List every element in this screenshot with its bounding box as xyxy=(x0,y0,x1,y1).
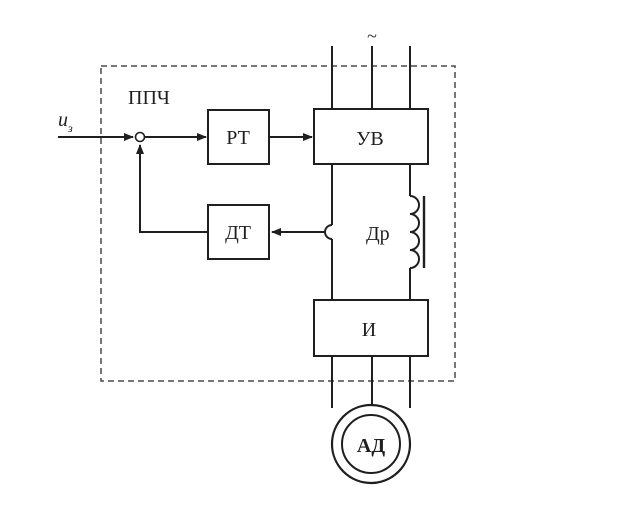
block-uv-label: УВ xyxy=(356,128,384,150)
frame-label: ППЧ xyxy=(128,87,170,109)
block-rt-label: РТ xyxy=(226,127,250,149)
input-label-subscript: з xyxy=(67,121,73,135)
summing-node xyxy=(134,131,146,143)
supply-symbol: ~ xyxy=(367,26,377,46)
motor-inner xyxy=(341,414,401,474)
block-rt xyxy=(207,109,270,165)
choke-coil xyxy=(409,195,420,269)
block-uv xyxy=(313,108,429,165)
choke-label: Др xyxy=(366,223,390,245)
input-label-main: u xyxy=(58,109,68,131)
current-sensor-loop xyxy=(324,224,333,240)
feedback-line xyxy=(136,144,208,233)
block-i-label: И xyxy=(362,319,376,341)
converter-frame xyxy=(100,65,456,382)
input-label: uз xyxy=(58,109,73,135)
motor-label: АД xyxy=(357,435,385,457)
block-dt-label: ДТ xyxy=(225,222,251,244)
